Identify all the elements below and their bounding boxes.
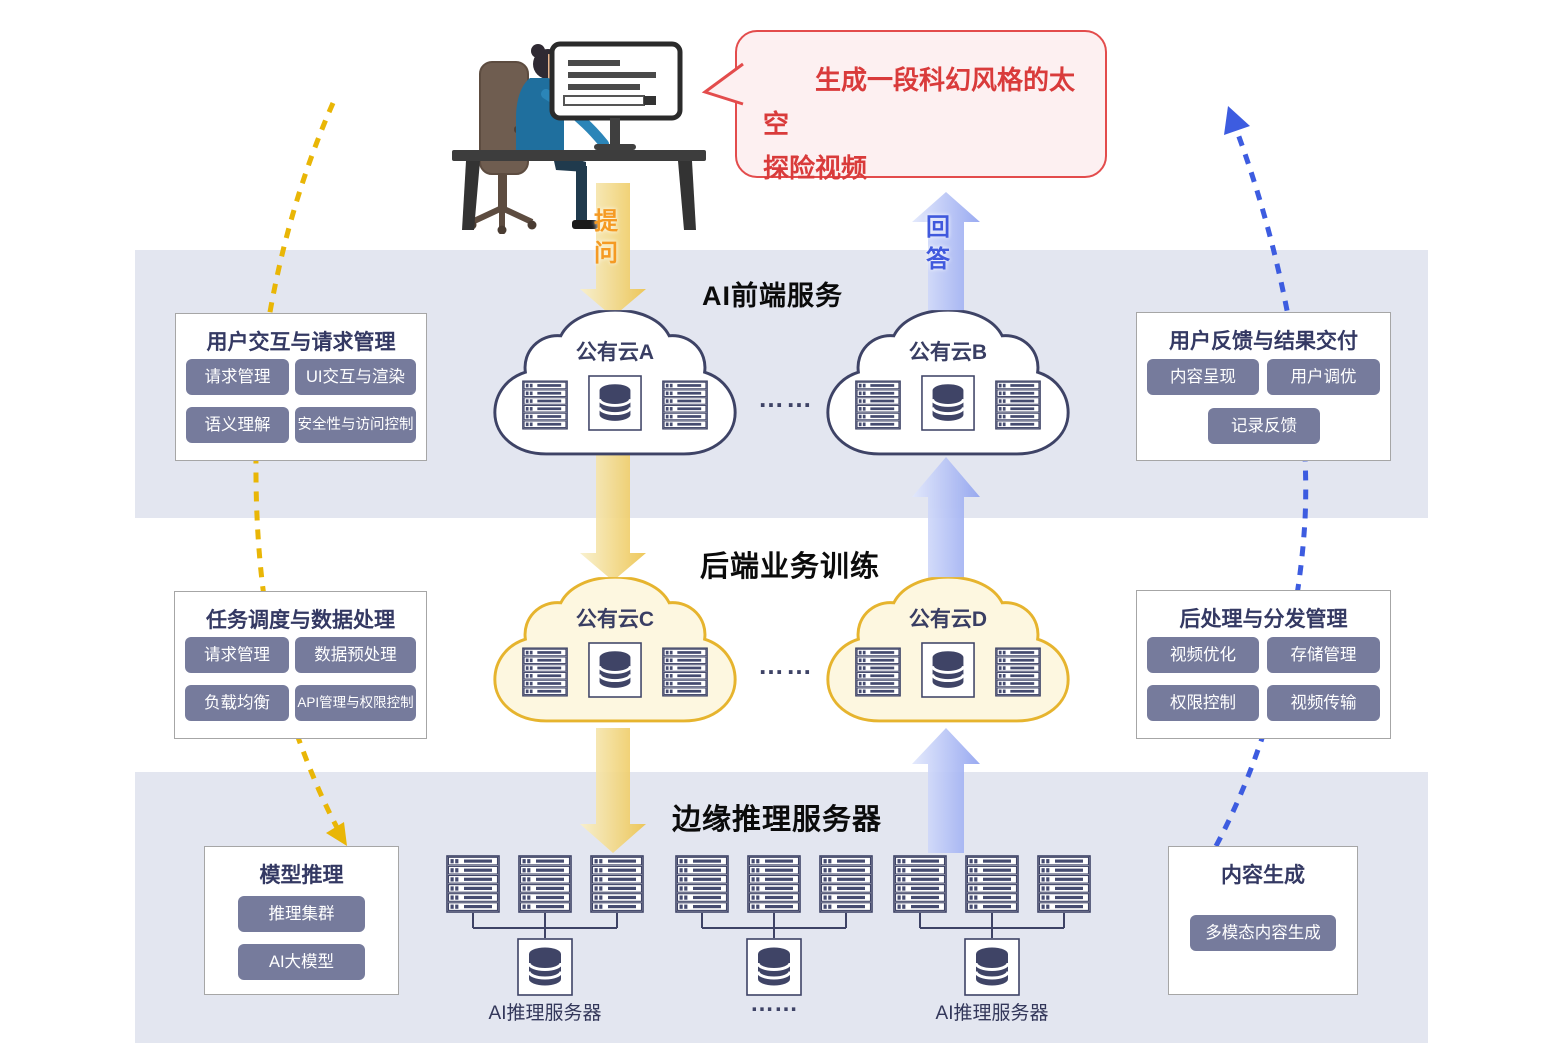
chip: 请求管理 (185, 637, 289, 673)
panel-user-feedback: 用户反馈与结果交付 内容呈现 用户调优 记录反馈 (1136, 312, 1391, 461)
answer-flow-dashed-line (1213, 117, 1309, 848)
panel-title: 模型推理 (259, 864, 344, 887)
query-arrow-segment-1 (580, 183, 646, 317)
database-icon (588, 641, 642, 699)
query-flow-dashed-arrowhead (326, 822, 347, 846)
database-icon (921, 641, 975, 699)
query-flow-dashed-line (253, 101, 343, 835)
server-rack-icon (965, 855, 1019, 913)
database-icon (746, 938, 802, 996)
frontend-clouds-ellipsis: …… (758, 383, 814, 413)
chip: UI交互与渲染 (295, 359, 416, 395)
panel-title: 内容生成 (1221, 864, 1305, 887)
chip: 用户调优 (1267, 359, 1380, 395)
edge-cluster-2-label: …… (750, 990, 798, 1017)
speech-bubble-text: 生成一段科幻风格的太空 探险视频 (763, 58, 1077, 190)
chip: 语义理解 (186, 407, 289, 443)
cluster-connector-2 (701, 913, 847, 938)
panel-title: 后处理与分发管理 (1179, 608, 1348, 631)
panel-task-scheduling: 任务调度与数据处理 请求管理 数据预处理 负载均衡 API管理与权限控制 (174, 591, 427, 739)
chip: 内容呈现 (1147, 359, 1259, 395)
answer-arrow-segment-2 (912, 457, 980, 600)
server-rack-icon (855, 378, 901, 432)
server-rack-icon (446, 855, 500, 913)
desk-icon (452, 150, 706, 230)
panel-post-processing: 后处理与分发管理 视频优化 存储管理 权限控制 视频传输 (1136, 590, 1391, 739)
answer-flow-dashed-arrowhead (1224, 106, 1250, 135)
user-workstation-illustration (452, 41, 706, 234)
chip: 负载均衡 (185, 685, 289, 721)
public-cloud-a: 公有云A (485, 310, 745, 460)
public-cloud-b: 公有云B (818, 310, 1078, 460)
chip: 存储管理 (1267, 637, 1380, 673)
chip: 记录反馈 (1208, 408, 1320, 444)
chip: 请求管理 (186, 359, 289, 395)
frontend-band-title: AI前端服务 (702, 281, 843, 311)
server-rack-icon (518, 855, 572, 913)
edge-band-title: 边缘推理服务器 (672, 804, 883, 836)
query-arrow-segment-3 (580, 728, 646, 853)
speech-bubble: 生成一段科幻风格的太空 探险视频 (701, 30, 1107, 183)
speech-bubble-tail (701, 62, 744, 106)
chip: 数据预处理 (295, 637, 416, 673)
server-rack-icon (662, 378, 708, 432)
edge-cluster-1-label: AI推理服务器 (488, 1003, 602, 1024)
server-rack-icon (590, 855, 644, 913)
server-rack-icon (522, 378, 568, 432)
chip: 多模态内容生成 (1190, 915, 1336, 951)
cluster-connector-1 (472, 913, 618, 938)
speech-bubble-line1: 生成一段科幻风格的太空 (763, 65, 1076, 139)
speech-bubble-line2: 探险视频 (763, 153, 868, 183)
cloud-a-label: 公有云A (575, 341, 655, 364)
panel-user-interaction: 用户交互与请求管理 请求管理 UI交互与渲染 语义理解 安全性与访问控制 (175, 313, 427, 461)
query-arrow-label: 提问 (594, 208, 618, 267)
cloud-b-label: 公有云B (908, 341, 988, 364)
database-icon (964, 938, 1020, 996)
server-rack-icon (747, 855, 801, 913)
server-rack-icon (1037, 855, 1091, 913)
chip: API管理与权限控制 (295, 685, 416, 721)
chip: 权限控制 (1147, 685, 1259, 721)
backend-band-title: 后端业务训练 (700, 551, 881, 583)
cluster-connector-3 (919, 913, 1065, 938)
answer-arrow-label: 回答 (926, 214, 950, 273)
answer-arrow-segment-3 (912, 728, 980, 853)
panel-model-inference: 模型推理 推理集群 AI大模型 (204, 846, 399, 995)
server-rack-icon (855, 645, 901, 699)
database-icon (921, 374, 975, 432)
server-rack-icon (819, 855, 873, 913)
panel-title: 用户交互与请求管理 (206, 331, 396, 354)
database-icon (517, 938, 573, 996)
backend-clouds-ellipsis: …… (758, 650, 814, 680)
server-rack-icon (893, 855, 947, 913)
chip: 视频优化 (1147, 637, 1259, 673)
server-rack-icon (662, 645, 708, 699)
query-arrow-segment-2 (580, 455, 646, 581)
public-cloud-d: 公有云D (818, 577, 1078, 727)
cloud-c-label: 公有云C (575, 608, 655, 631)
panel-content-generation: 内容生成 多模态内容生成 (1168, 846, 1358, 995)
database-icon (588, 374, 642, 432)
cloud-d-label: 公有云D (908, 608, 988, 631)
public-cloud-c: 公有云C (485, 577, 745, 727)
chip: 推理集群 (238, 896, 365, 932)
chip: 安全性与访问控制 (295, 407, 416, 443)
chip: AI大模型 (238, 944, 365, 980)
server-rack-icon (522, 645, 568, 699)
edge-cluster-3-label: AI推理服务器 (935, 1003, 1049, 1024)
panel-title: 任务调度与数据处理 (206, 609, 395, 632)
chip: 视频传输 (1267, 685, 1380, 721)
server-rack-icon (995, 378, 1041, 432)
panel-title: 用户反馈与结果交付 (1169, 330, 1358, 353)
server-rack-icon (675, 855, 729, 913)
monitor-icon (549, 41, 683, 150)
server-rack-icon (995, 645, 1041, 699)
